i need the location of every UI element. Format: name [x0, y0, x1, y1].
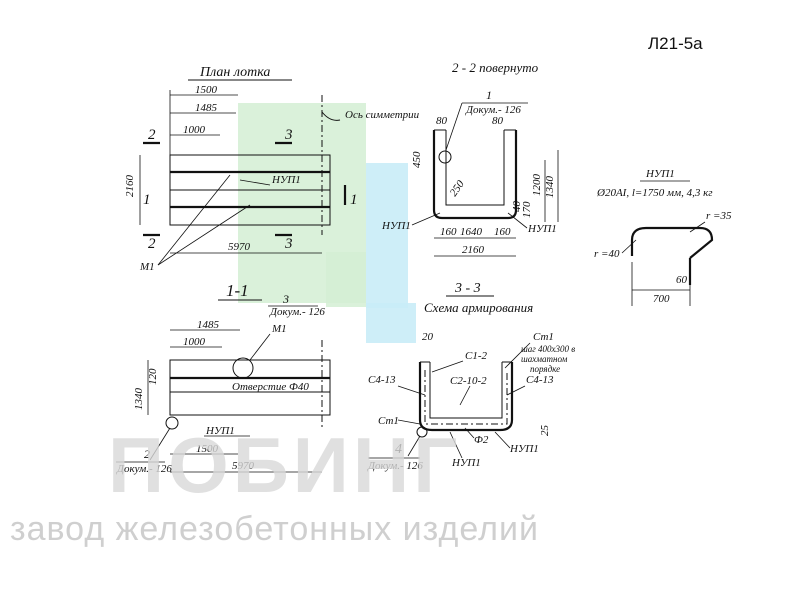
sec22-dim-160b: 160 — [494, 226, 511, 238]
nup1-r35: r =35 — [706, 210, 732, 222]
sec11-callout2-doc: Докум.- 126 — [116, 463, 172, 475]
sec22-callout-num: 1 — [486, 88, 492, 102]
sec33-callout-doc: Докум.- 126 — [367, 460, 423, 472]
sec33-callout-num: 4 — [395, 442, 402, 457]
sec33-title: 3 - 3 — [454, 281, 481, 296]
sec33-bar-nup1-right: НУП1 — [509, 443, 539, 455]
sec11-callout-doc: Докум.- 126 — [269, 306, 325, 318]
plan-dim-1500: 1500 — [195, 84, 218, 96]
sec11-dim-1000: 1000 — [183, 336, 206, 348]
sec33-bar-st1-bot: Ст1 — [378, 415, 399, 427]
nup1-dim-700: 700 — [653, 293, 670, 305]
sec22-dim-450: 450 — [411, 151, 423, 168]
sec33-bar-st1-top: Ст1 — [533, 331, 554, 343]
sec22-dim-80a: 80 — [436, 115, 448, 127]
plan-sec-1-left: 1 — [143, 192, 151, 208]
sec33-bar-c2-10-2: С2-10-2 — [450, 375, 487, 387]
plan-dim-1000: 1000 — [183, 124, 206, 136]
plan-dim-5970: 5970 — [228, 241, 251, 253]
sec22-dim-250: 250 — [448, 178, 468, 199]
sec22-part-right: НУП1 — [527, 223, 557, 235]
sec22-dim-160a: 160 — [440, 226, 457, 238]
sec11-dim-1485: 1485 — [197, 319, 220, 331]
sec33-bar-nup1-bot: НУП1 — [451, 457, 481, 469]
sec22-dim-1640: 1640 — [460, 226, 483, 238]
sec22-dim-2160: 2160 — [462, 244, 485, 256]
sec33-subtitle: Схема армирования — [424, 300, 533, 315]
plan-sec-1-right: 1 — [350, 192, 358, 208]
sec33-bar-f2: Ф2 — [474, 434, 489, 446]
sec22-title: 2 - 2 повернуто — [452, 60, 539, 75]
sec33-dim-20: 20 — [422, 331, 434, 343]
sec11-mark-m1: М1 — [271, 323, 287, 335]
watermark-brand: ПОБИНГ — [108, 421, 461, 509]
nup1-dim-60: 60 — [676, 274, 688, 286]
sec11-dim-5970: 5970 — [232, 460, 255, 472]
plan-view: План лотка 1500 1485 1000 2160 5970 Ось … — [124, 65, 420, 273]
plan-part-label: НУП1 — [271, 174, 301, 186]
section-3-3: 3 - 3 Схема армирования 20 Ст1 С1-2 С2-1… — [367, 281, 575, 472]
sec33-bar-c4-13-left: С4-13 — [368, 374, 396, 386]
sec33-bar-c1-2: С1-2 — [465, 350, 488, 362]
sec11-callout-num: 3 — [282, 292, 289, 306]
plan-sec-2-bot: 2 — [148, 236, 156, 252]
nup1-r40: r =40 — [594, 248, 620, 260]
section-2-2: 2 - 2 повернуто 1 Докум.- 126 80 80 450 … — [381, 60, 559, 257]
sec22-dim-80b: 80 — [492, 115, 504, 127]
sec22-dim-170: 170 — [521, 201, 533, 218]
sec22-dim-40: 40 — [511, 201, 523, 213]
sec33-note-1: шаг 400х300 в — [521, 344, 575, 354]
nup1-spec: Ø20AI, l=1750 мм, 4,3 кг — [596, 187, 713, 199]
sec11-title: 1-1 — [226, 281, 249, 300]
sec33-side-dim-25: 25 — [539, 425, 551, 437]
sec11-callout2-num: 2 — [144, 447, 150, 461]
sec11-dim-120: 120 — [147, 368, 159, 385]
sec11-hole: Отверстие Ф40 — [232, 381, 309, 393]
sec11-dim-1500: 1500 — [196, 443, 219, 455]
plan-dim-2160: 2160 — [124, 175, 136, 198]
plan-sec-2-top: 2 — [148, 127, 156, 143]
sec22-part-left: НУП1 — [381, 220, 411, 232]
sec22-dim-1340: 1340 — [544, 176, 556, 199]
plan-title: План лотка — [199, 65, 270, 80]
sec33-bar-c4-13-right: С4-13 — [526, 374, 554, 386]
watermark-tagline: завод железобетонных изделий — [10, 510, 539, 548]
sheet-code: Л21-5а — [648, 34, 703, 53]
nup1-detail: НУП1 Ø20AI, l=1750 мм, 4,3 кг r =35 r =4… — [594, 168, 732, 306]
sec11-part: НУП1 — [205, 425, 235, 437]
plan-sec-3-bot: 3 — [284, 236, 293, 252]
sec22-dim-1200: 1200 — [531, 174, 543, 197]
plan-axis-label: Ось симметрии — [345, 109, 420, 121]
plan-sec-3-top: 3 — [284, 127, 293, 143]
sec22-callout-doc: Докум.- 126 — [465, 104, 521, 116]
nup1-title: НУП1 — [645, 168, 675, 180]
sec33-note-2: шахматном — [521, 354, 568, 364]
sec33-note-3: порядке — [530, 364, 560, 374]
plan-dim-1485: 1485 — [195, 102, 218, 114]
sec11-dim-1340: 1340 — [133, 388, 145, 411]
plan-mark-m1: М1 — [139, 261, 155, 273]
section-1-1: 1-1 3 Докум.- 126 М1 1485 1000 1340 120 … — [116, 281, 331, 475]
